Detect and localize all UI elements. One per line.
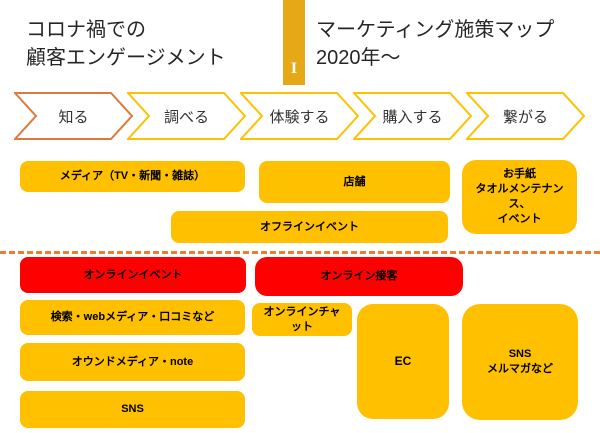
chevron-shape bbox=[14, 92, 133, 140]
card-offline-event: オフラインイベント bbox=[171, 211, 448, 243]
funnel-stage-research: 調べる bbox=[127, 92, 246, 140]
funnel-stage-label: 購入する bbox=[382, 108, 443, 126]
funnel-stage-connect: 繋がる bbox=[466, 92, 585, 140]
card-search-webmedia-reviews: 検索・webメディア・口コミなど bbox=[20, 300, 245, 335]
chevron-shape bbox=[466, 92, 585, 140]
card-media-tv-newspaper-magazine: メディア（TV・新聞・雑誌） bbox=[20, 161, 245, 192]
chevron-shape bbox=[127, 92, 246, 140]
funnel-stage-know: 知る bbox=[14, 92, 133, 140]
image-placeholder-icon: I bbox=[290, 60, 298, 77]
card-online-event: オンラインイベント bbox=[20, 257, 246, 293]
funnel-stage-label: 繋がる bbox=[502, 108, 548, 126]
chevron-shape bbox=[353, 92, 472, 140]
funnel-stage-experience: 体験する bbox=[240, 92, 359, 140]
funnel-stage-label: 体験する bbox=[269, 108, 330, 126]
card-owned-media-note: オウンドメディア・note bbox=[20, 343, 245, 381]
card-letter-towel-maintenance-event: お手紙 タオルメンテナンス、 イベント bbox=[462, 160, 577, 234]
title-right: マーケティング施策マップ 2020年～ bbox=[316, 19, 555, 69]
funnel-stage-label: 調べる bbox=[163, 108, 209, 126]
title-left: コロナ禍での 顧客エンゲージメント bbox=[26, 19, 226, 69]
card-store: 店舗 bbox=[259, 161, 450, 203]
card-online-customer-service: オンライン接客 bbox=[255, 257, 463, 296]
offline-online-divider bbox=[0, 251, 600, 254]
funnel-stage-purchase: 購入する bbox=[353, 92, 472, 140]
title-divider-bar: I bbox=[283, 0, 305, 85]
card-sns: SNS bbox=[20, 391, 245, 428]
funnel-stage-label: 知る bbox=[58, 108, 89, 126]
card-ec: EC bbox=[357, 304, 449, 419]
card-sns-mailmagazine: SNS メルマガなど bbox=[462, 304, 578, 420]
chevron-shape bbox=[240, 92, 359, 140]
card-online-chat: オンラインチャット bbox=[252, 303, 352, 336]
